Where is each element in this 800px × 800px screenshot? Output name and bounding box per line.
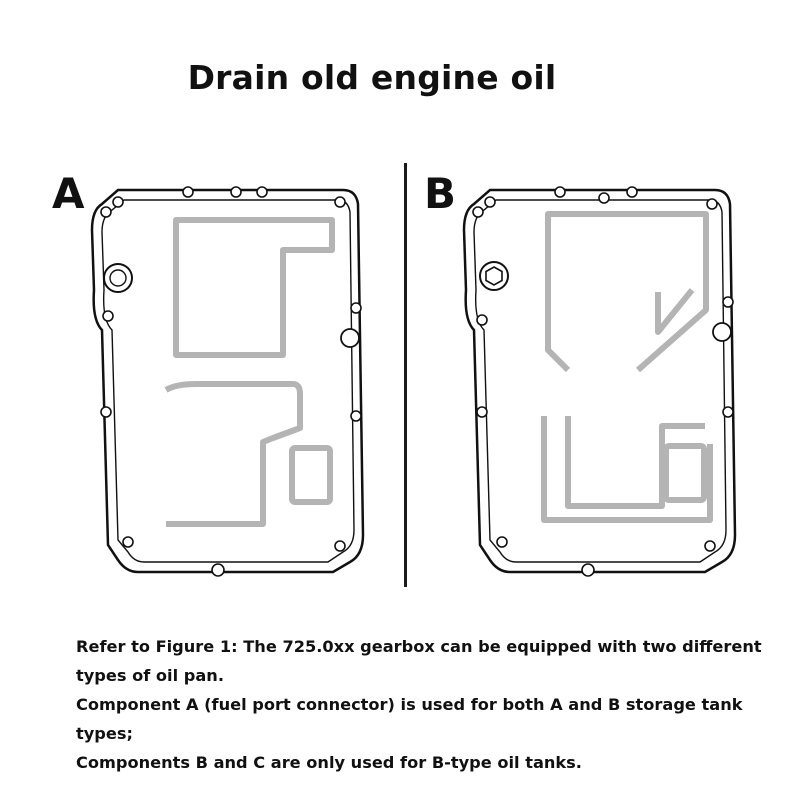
drain-plug-a [103,263,133,293]
lower-channel [164,381,303,527]
lower-channel [541,416,713,523]
caption-line-1: Refer to Figure 1: The 725.0xx gearbox c… [76,637,762,685]
drain-plug-b [479,261,509,291]
side-port [712,322,732,342]
oil-pan-b-diagram [462,186,737,577]
pan-inner-outline [473,199,727,563]
page-title: Drain old engine oil [187,58,557,97]
filter-box [289,445,333,505]
oil-pan-b-label: B [424,169,457,218]
mounting-bolts [472,186,734,577]
oil-pan-a-diagram [90,186,365,577]
caption-line-2: Component A (fuel port connector) is use… [76,695,743,743]
pan-outer-outline [462,188,737,574]
oil-pan-a-label: A [52,169,85,218]
filter-box [663,443,707,503]
side-port [340,328,360,348]
pan-outer-outline [90,188,365,574]
caption-line-3: Components B and C are only used for B-t… [76,753,582,772]
drain-plug-b-hex [485,266,503,286]
mounting-bolts [100,186,362,577]
pan-inner-outline [101,199,355,563]
figure-caption: Refer to Figure 1: The 725.0xx gearbox c… [76,632,766,777]
upper-channel [173,217,335,358]
figure-divider [404,163,407,587]
upper-channel [545,211,709,373]
drain-plug-a-inner [109,269,127,287]
